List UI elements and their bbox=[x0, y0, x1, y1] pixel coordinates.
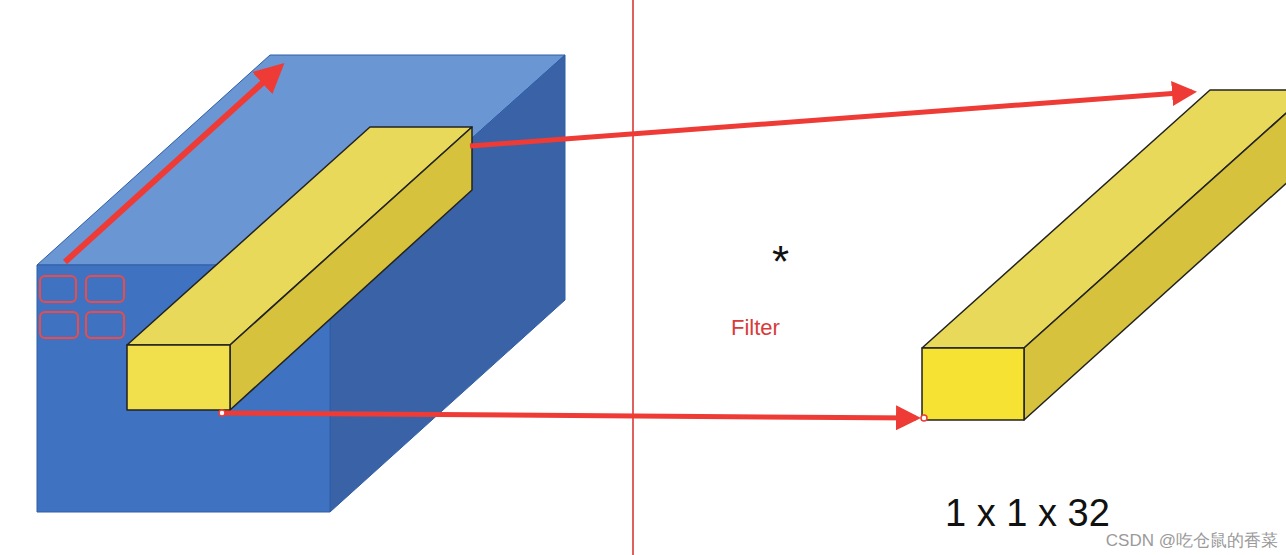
dimension-label: 1 x 1 x 32 bbox=[945, 494, 1110, 532]
input-volume bbox=[37, 55, 565, 512]
corner-dot bbox=[219, 410, 225, 416]
mapping-arrow bbox=[470, 92, 1192, 146]
operator-symbol: * bbox=[772, 240, 789, 284]
filter-column bbox=[127, 127, 472, 410]
pixel-marks bbox=[40, 276, 124, 338]
mapping-arrow bbox=[222, 413, 916, 418]
watermark: CSDN @吃仓鼠的香菜 bbox=[1106, 532, 1278, 549]
depth-arrow bbox=[65, 67, 280, 262]
divider-line bbox=[632, 0, 634, 555]
filter-label: Filter bbox=[731, 317, 780, 339]
corner-dot bbox=[921, 415, 927, 421]
filter-kernel bbox=[922, 90, 1286, 420]
